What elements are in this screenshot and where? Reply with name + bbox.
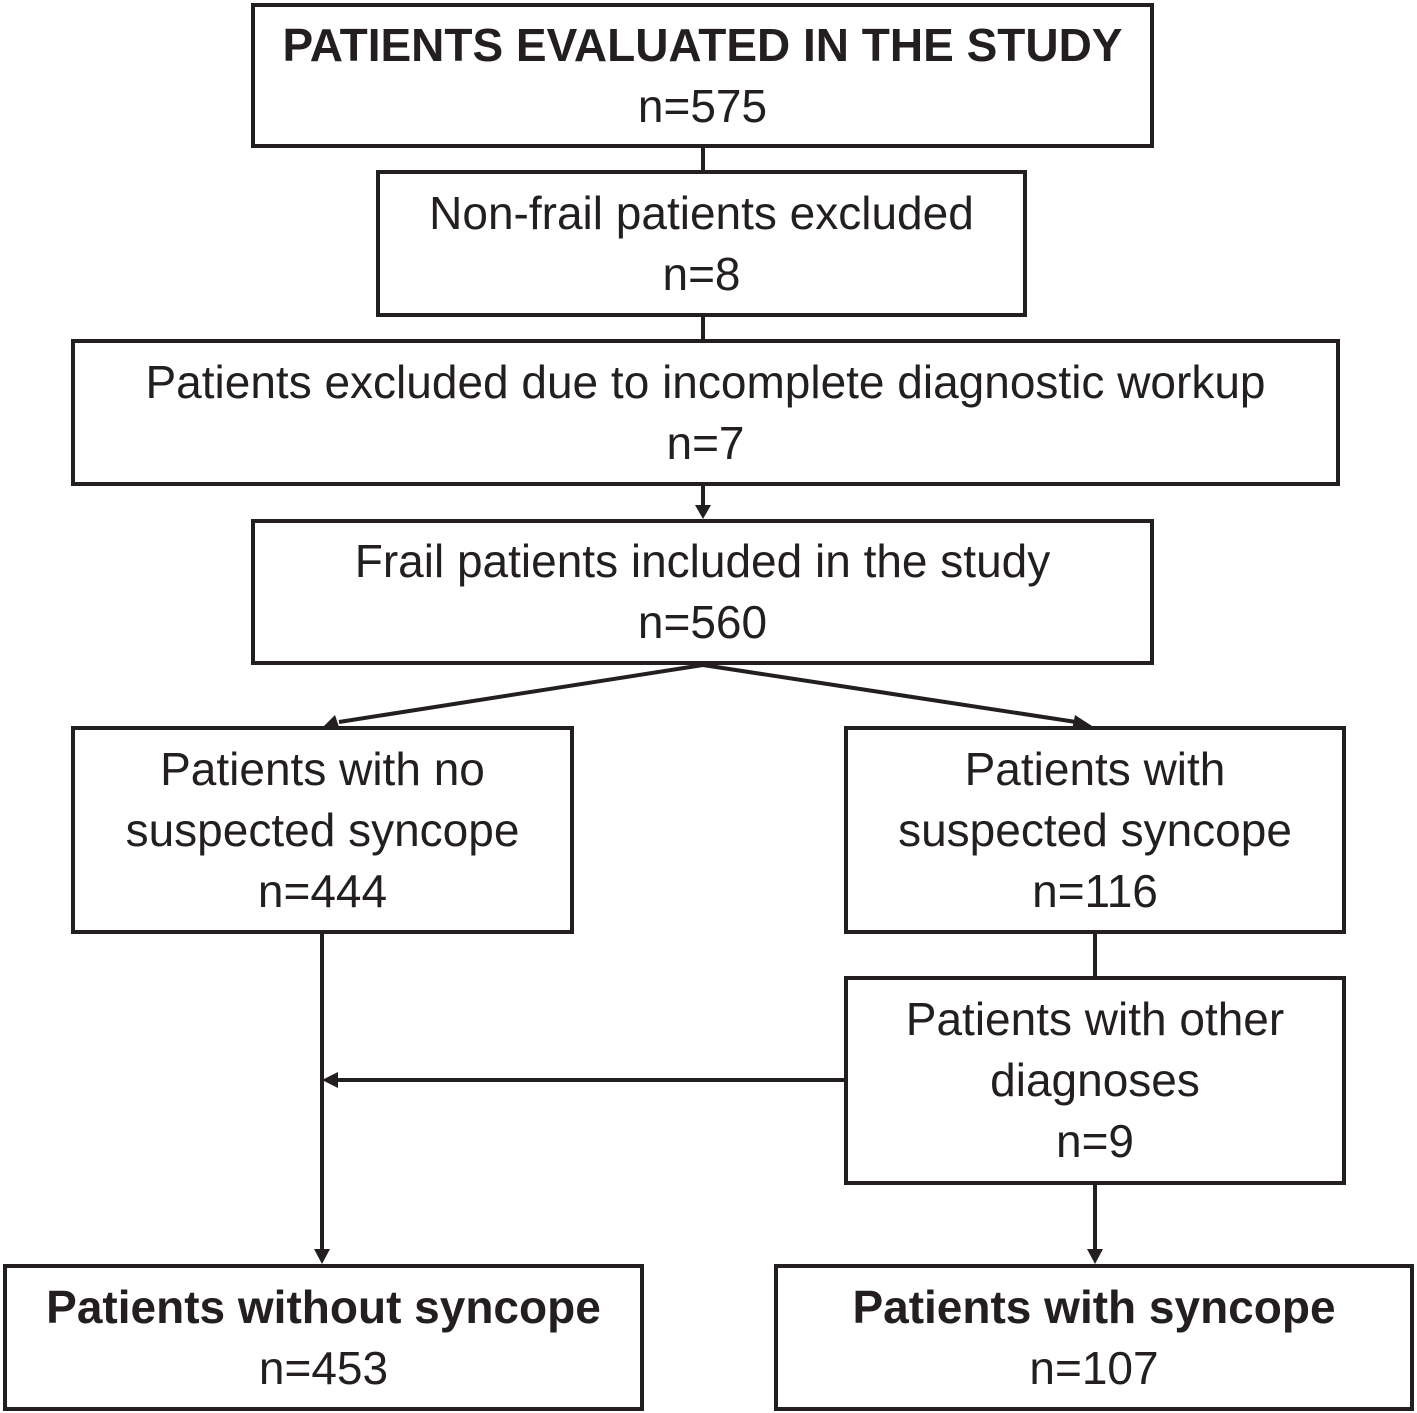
box-title: Non-frail patients excluded: [429, 186, 974, 239]
box-incomplete-workup-excluded: Patients excluded due to incomplete diag…: [71, 339, 1340, 486]
box-suspected-syncope: Patients with suspected syncope n=116: [844, 726, 1346, 934]
box-frail-included: Frail patients included in the study n=5…: [251, 519, 1154, 665]
box-title: Patients without syncope: [46, 1280, 601, 1333]
box-no-suspected-syncope: Patients with no suspected syncope n=444: [71, 726, 574, 934]
box-with-syncope: Patients with syncope n=107: [774, 1264, 1414, 1411]
arrowhead-with: [1087, 1249, 1103, 1264]
box-count: n=453: [258, 1341, 389, 1394]
box-title: PATIENTS EVALUATED IN THE STUDY: [282, 18, 1123, 71]
box-patients-evaluated: PATIENTS EVALUATED IN THE STUDY n=575: [251, 3, 1154, 148]
box-other-diagnoses: Patients with other diagnoses n=9: [844, 976, 1346, 1185]
box-count: n=9: [1055, 1115, 1135, 1167]
box-count: n=116: [1032, 864, 1158, 917]
box-count: n=7: [666, 416, 745, 469]
box-count: n=444: [257, 864, 388, 917]
box-title: Patients with syncope: [852, 1280, 1336, 1333]
box-title: Patients with no suspected syncope: [125, 742, 520, 856]
box-count: n=575: [637, 79, 768, 132]
connector-frail-suspected: [702, 663, 1077, 724]
arrowhead-without: [314, 1249, 330, 1264]
box-non-frail-excluded: Non-frail patients excluded n=8: [376, 170, 1027, 317]
box-title: Frail patients included in the study: [354, 535, 1051, 587]
connector-frail-no-suspected: [338, 663, 704, 724]
box-count: n=107: [1029, 1341, 1159, 1394]
box-title: Patients excluded due to incomplete diag…: [145, 355, 1266, 408]
box-title: Patients with suspected syncope: [898, 742, 1292, 856]
box-count: n=560: [637, 596, 768, 648]
arrowhead-merge: [322, 1072, 338, 1088]
box-title: Patients with other diagnoses: [905, 993, 1285, 1106]
box-count: n=8: [662, 247, 741, 300]
arrowhead-frail: [695, 505, 711, 519]
box-without-syncope: Patients without syncope n=453: [3, 1264, 644, 1411]
